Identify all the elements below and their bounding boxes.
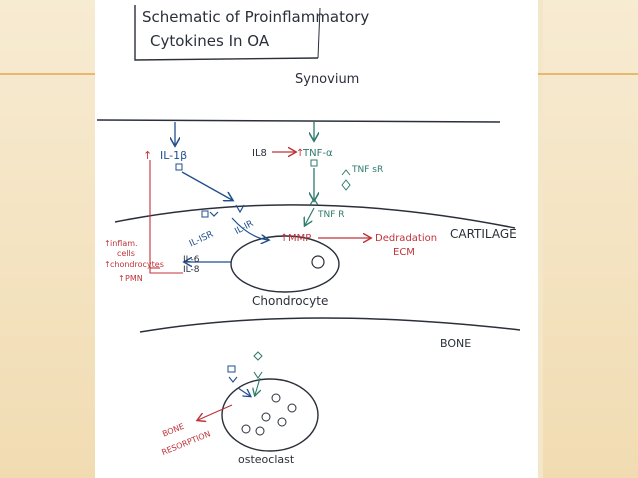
tnfa-label: TNF-α (302, 148, 333, 159)
ecm-label: ECM (393, 247, 415, 258)
left-accent-line (0, 73, 95, 75)
bone-resorption-label-1: BONE (161, 422, 185, 439)
bone-label: BONE (440, 337, 471, 350)
osteoclast-tnf-signal-arrow (255, 377, 260, 395)
inflam-cells-up-arrow-icon: ↑ (104, 239, 111, 248)
pmn-label: PMN (125, 274, 143, 283)
il1b-up-arrow-icon: ↑ (143, 149, 152, 162)
mmp-up-arrow-icon: ↑ (280, 233, 288, 244)
osteoclast-tnf-ligand-icon (253, 351, 263, 361)
tnfsr-ligand-icon (341, 179, 351, 191)
chondrocytes-label: chondrocytes (110, 260, 164, 269)
il8-secondary-label: IL-8 (183, 265, 200, 275)
inflam-label: inflam. (110, 239, 138, 248)
chondrocyte-nucleus (311, 255, 325, 269)
tnfr-receptor-icon (309, 197, 319, 206)
il6-label: IL-6 (183, 255, 200, 265)
il1b-ligand-icon (175, 163, 183, 171)
inflam-cells-label: cells (117, 249, 135, 258)
il1b-label: IL-1β (160, 149, 187, 162)
right-margin-panel (543, 0, 638, 478)
osteoclast-il1-receptor-icon (228, 376, 238, 383)
title-box: Schematic of Proinflammatory Cytokines I… (134, 5, 369, 61)
tnfr-label: TNF R (317, 210, 345, 220)
osteoclast-nucleus (241, 424, 251, 434)
pmn-up-arrow-icon: ↑ (118, 274, 125, 283)
il1r-to-mmp-arrow (231, 217, 268, 240)
il1sr-ligand-icon (201, 210, 209, 218)
osteoclast-il1-ligand-icon (227, 365, 236, 373)
cartilage-boundary (114, 204, 516, 229)
tnfr-to-mmp-arrow (305, 207, 315, 225)
osteoclast-signal-arrow (237, 387, 250, 396)
il8-label: IL8 (252, 148, 267, 159)
degradation-label: Dedradation (375, 233, 437, 244)
osteoclast-nucleus (261, 412, 271, 422)
chondrocyte-label: Chondrocyte (252, 294, 328, 308)
il1sr-receptor-icon (209, 211, 219, 217)
tnfa-up-arrow-icon: ↑ (296, 148, 304, 159)
osteoclast-cell (221, 378, 319, 452)
synovium-label: Synovium (295, 72, 359, 87)
osteoclast-nucleus (287, 403, 297, 413)
title-line-2: Cytokines In OA (150, 32, 270, 50)
chondrocyte-cell (230, 235, 340, 293)
il1sr-label: IL-ISR (188, 230, 215, 250)
left-margin-panel (0, 0, 95, 478)
osteoclast-nucleus (255, 426, 265, 436)
tnfsr-label: TNF sR (351, 165, 383, 175)
mmp-label: MMP (288, 233, 311, 244)
tnfsr-receptor-icon (341, 169, 351, 176)
inflammation-bracket-line (149, 160, 183, 274)
osteoclast-nucleus (277, 417, 287, 427)
osteoclast-label: osteoclast (238, 453, 295, 466)
synovium-boundary (96, 119, 501, 123)
il1b-to-receptor-arrow (181, 171, 232, 200)
tnfa-ligand-icon (310, 159, 318, 167)
il1r-receptor-icon (235, 204, 245, 214)
title-line-1: Schematic of Proinflammatory (142, 8, 369, 26)
osteoclast-tnf-receptor-icon (253, 371, 263, 379)
bone-boundary (139, 317, 521, 333)
osteoclast-nucleus (271, 393, 281, 403)
right-accent-line (538, 73, 638, 75)
chondrocytes-up-arrow-icon: ↑ (104, 260, 111, 269)
cartilage-label: CARTILAGE (450, 227, 517, 241)
osteoclast-to-resorption-arrow (198, 404, 233, 420)
diagram-sheet (95, 0, 538, 478)
